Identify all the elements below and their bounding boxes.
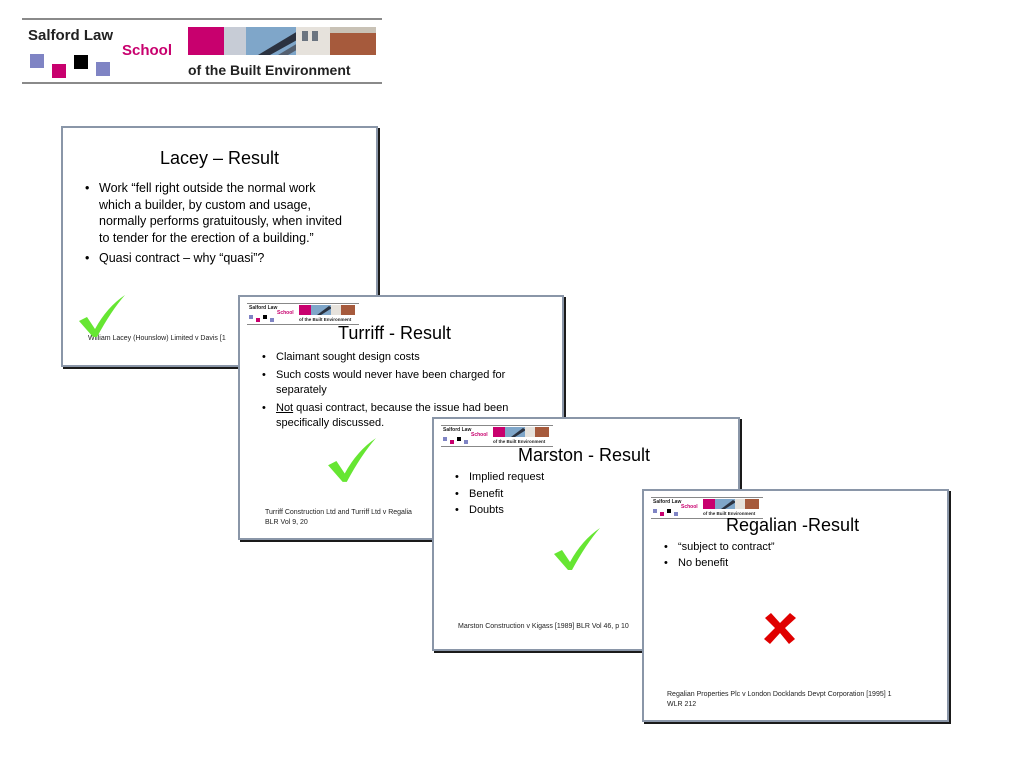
bullet-list: Work “fell right outside the normal work… bbox=[85, 180, 343, 267]
list-item: Not quasi contract, because the issue ha… bbox=[262, 401, 544, 432]
list-item: Work “fell right outside the normal work… bbox=[85, 180, 343, 246]
citation-line: Turriff Construction Ltd and Turriff Ltd… bbox=[265, 509, 412, 516]
list-item: Benefit bbox=[455, 486, 715, 503]
list-item: Claimant sought design costs bbox=[262, 350, 544, 366]
bullet-list: Implied request Benefit Doubts bbox=[455, 469, 715, 519]
slide-title: Regalian -Result bbox=[726, 515, 860, 535]
check-icon bbox=[554, 528, 600, 570]
citation-line: BLR Vol 9, 20 bbox=[265, 519, 308, 526]
slide-title: Turriff - Result bbox=[338, 323, 452, 343]
list-item: Such costs would never have been charged… bbox=[262, 368, 544, 399]
logo-line-1: Salford Law bbox=[28, 27, 114, 44]
underlined-word: Not bbox=[276, 401, 294, 414]
slide-title: Marston - Result bbox=[518, 445, 651, 465]
logo-bottom-rule bbox=[22, 82, 382, 84]
check-icon bbox=[328, 438, 376, 482]
slide-regalian: Salford Law School of the Built Environm… bbox=[642, 489, 949, 722]
citation-line: Regalian Properties Plc v London Docklan… bbox=[667, 691, 892, 698]
school-logo: Salford Law School of the Built Environm… bbox=[22, 18, 382, 85]
logo-line-2: School bbox=[122, 42, 173, 59]
case-citation: Marston Construction v Kigass [1989] BLR… bbox=[458, 623, 629, 630]
mini-logo: Salford Law School of the Built Environm… bbox=[247, 303, 359, 325]
list-item: “subject to contract” bbox=[664, 539, 924, 555]
logo-square-icon bbox=[30, 54, 44, 68]
case-citation: Turriff Construction Ltd and Turriff Ltd… bbox=[265, 508, 412, 528]
building-photo-banner bbox=[188, 27, 376, 55]
cross-icon bbox=[764, 613, 796, 644]
slide-title: Lacey – Result bbox=[159, 148, 280, 168]
case-citation: Regalian Properties Plc v London Docklan… bbox=[667, 690, 892, 710]
list-item: No benefit bbox=[664, 555, 924, 571]
logo-line-3: of the Built Environment bbox=[188, 62, 351, 78]
list-item-text: Not quasi contract, because the issue ha… bbox=[276, 401, 509, 430]
list-item: Doubts bbox=[455, 502, 715, 519]
mini-logo: Salford Law School of the Built Environm… bbox=[441, 425, 553, 447]
list-item: Quasi contract – why “quasi”? bbox=[85, 250, 343, 267]
logo-square-icon bbox=[96, 62, 110, 76]
check-icon bbox=[79, 295, 125, 337]
logo-square-icon bbox=[74, 55, 88, 69]
mini-logo: Salford Law School of the Built Environm… bbox=[651, 497, 763, 519]
citation-line: WLR 212 bbox=[667, 701, 697, 708]
bullet-list: Claimant sought design costs Such costs … bbox=[262, 350, 544, 432]
case-citation: William Lacey (Hounslow) Limited v Davis… bbox=[88, 335, 226, 342]
logo-top-rule bbox=[22, 18, 382, 20]
bullet-list: “subject to contract” No benefit bbox=[664, 539, 924, 571]
list-item: Implied request bbox=[455, 469, 715, 486]
logo-square-icon bbox=[52, 64, 66, 78]
